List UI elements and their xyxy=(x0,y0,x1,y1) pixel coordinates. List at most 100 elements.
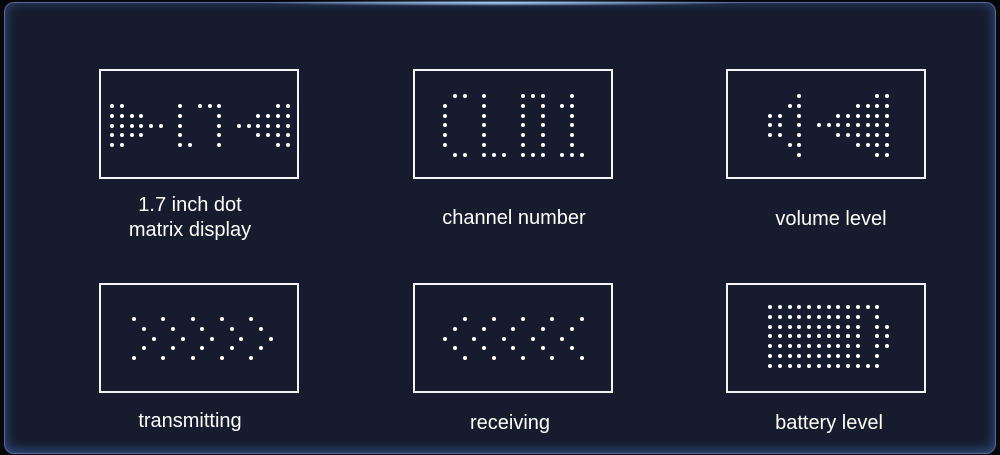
matrix-dot xyxy=(521,317,525,321)
matrix-dot xyxy=(540,133,545,137)
matrix-dot xyxy=(579,152,584,157)
matrix-dot xyxy=(200,326,205,331)
matrix-dot xyxy=(521,94,525,98)
matrix-dot xyxy=(777,314,782,319)
matrix-dot xyxy=(540,152,545,157)
matrix-dot xyxy=(569,133,574,137)
matrix-dot xyxy=(797,363,802,368)
matrix-dot xyxy=(569,103,574,108)
matrix-dot xyxy=(258,346,263,351)
matrix-dot xyxy=(190,317,195,321)
matrix-dot xyxy=(550,317,555,321)
matrix-dot xyxy=(816,363,821,368)
matrix-dot xyxy=(875,353,880,358)
matrix-dot xyxy=(826,314,831,319)
matrix-dot xyxy=(797,344,802,348)
matrix-dot xyxy=(807,344,811,348)
matrix-dot xyxy=(875,152,880,157)
matrix-dot xyxy=(768,363,772,368)
matrix-dot xyxy=(200,346,205,351)
matrix-dot xyxy=(816,334,821,339)
matrix-dot xyxy=(797,324,802,329)
channel-number-label: channel number xyxy=(442,207,586,229)
matrix-dot xyxy=(787,314,792,319)
matrix-dot xyxy=(521,103,525,108)
matrix-dot xyxy=(501,336,506,341)
matrix-dot xyxy=(787,324,792,329)
matrix-dot xyxy=(865,363,870,368)
matrix-dot xyxy=(855,142,860,147)
matrix-dot xyxy=(569,142,574,147)
matrix-dot xyxy=(443,103,447,108)
matrix-dot xyxy=(885,113,889,118)
matrix-dot xyxy=(530,152,535,157)
matrix-dot xyxy=(797,103,802,108)
matrix-dot xyxy=(875,324,880,329)
matrix-dot xyxy=(875,133,880,137)
matrix-dot xyxy=(540,94,545,98)
matrix-dot xyxy=(540,326,545,331)
matrix-dot xyxy=(885,324,889,329)
matrix-dot xyxy=(180,336,185,341)
matrix-dot xyxy=(491,152,496,157)
matrix-dot xyxy=(768,344,772,348)
matrix-dot xyxy=(540,142,545,147)
matrix-dot xyxy=(875,363,880,368)
matrix-dot xyxy=(540,113,545,118)
battery-level-display-icon xyxy=(726,283,926,393)
matrix-dot xyxy=(875,123,880,128)
matrix-dot xyxy=(217,143,222,147)
matrix-dot xyxy=(285,133,290,138)
matrix-dot xyxy=(443,113,447,118)
matrix-dot xyxy=(569,346,574,351)
matrix-dot xyxy=(777,123,782,128)
matrix-dot xyxy=(855,334,860,339)
matrix-dot xyxy=(846,123,850,128)
dot-matrix-display-icon xyxy=(99,69,299,179)
matrix-dot xyxy=(443,336,447,341)
matrix-dot xyxy=(275,104,280,108)
matrix-dot xyxy=(285,143,290,147)
matrix-dot xyxy=(797,113,802,118)
matrix-dot xyxy=(443,133,447,137)
matrix-dot xyxy=(229,326,234,331)
matrix-dot xyxy=(846,133,850,137)
matrix-dot xyxy=(787,363,792,368)
matrix-dot xyxy=(826,324,831,329)
matrix-dot xyxy=(836,133,841,137)
matrix-dot xyxy=(119,104,124,108)
matrix-dot xyxy=(826,344,831,348)
volume-level-display-icon xyxy=(726,69,926,179)
matrix-dot xyxy=(777,334,782,339)
matrix-dot xyxy=(275,133,280,138)
matrix-dot xyxy=(797,123,802,128)
matrix-dot xyxy=(443,123,447,128)
matrix-dot xyxy=(885,142,889,147)
matrix-dot xyxy=(885,123,889,128)
matrix-dot xyxy=(885,94,889,98)
matrix-dot xyxy=(875,314,880,319)
matrix-dot xyxy=(787,142,792,147)
matrix-dot xyxy=(178,143,183,147)
matrix-dot xyxy=(836,344,841,348)
matrix-dot xyxy=(846,113,850,118)
matrix-dot xyxy=(855,353,860,358)
matrix-dot xyxy=(855,363,860,368)
matrix-dot xyxy=(207,104,212,108)
matrix-dot xyxy=(161,317,166,321)
matrix-dot xyxy=(521,356,525,360)
matrix-dot xyxy=(768,334,772,339)
matrix-dot xyxy=(266,133,270,138)
matrix-dot xyxy=(139,133,144,138)
matrix-dot xyxy=(875,94,880,98)
matrix-dot xyxy=(875,334,880,339)
volume-level-label: volume level xyxy=(775,208,887,230)
matrix-dot xyxy=(119,143,124,147)
matrix-dot xyxy=(885,152,889,157)
matrix-dot xyxy=(161,356,166,360)
matrix-dot xyxy=(151,336,156,341)
matrix-dot xyxy=(777,113,782,118)
matrix-dot xyxy=(855,305,860,309)
matrix-dot xyxy=(217,113,222,118)
matrix-dot xyxy=(129,123,134,128)
